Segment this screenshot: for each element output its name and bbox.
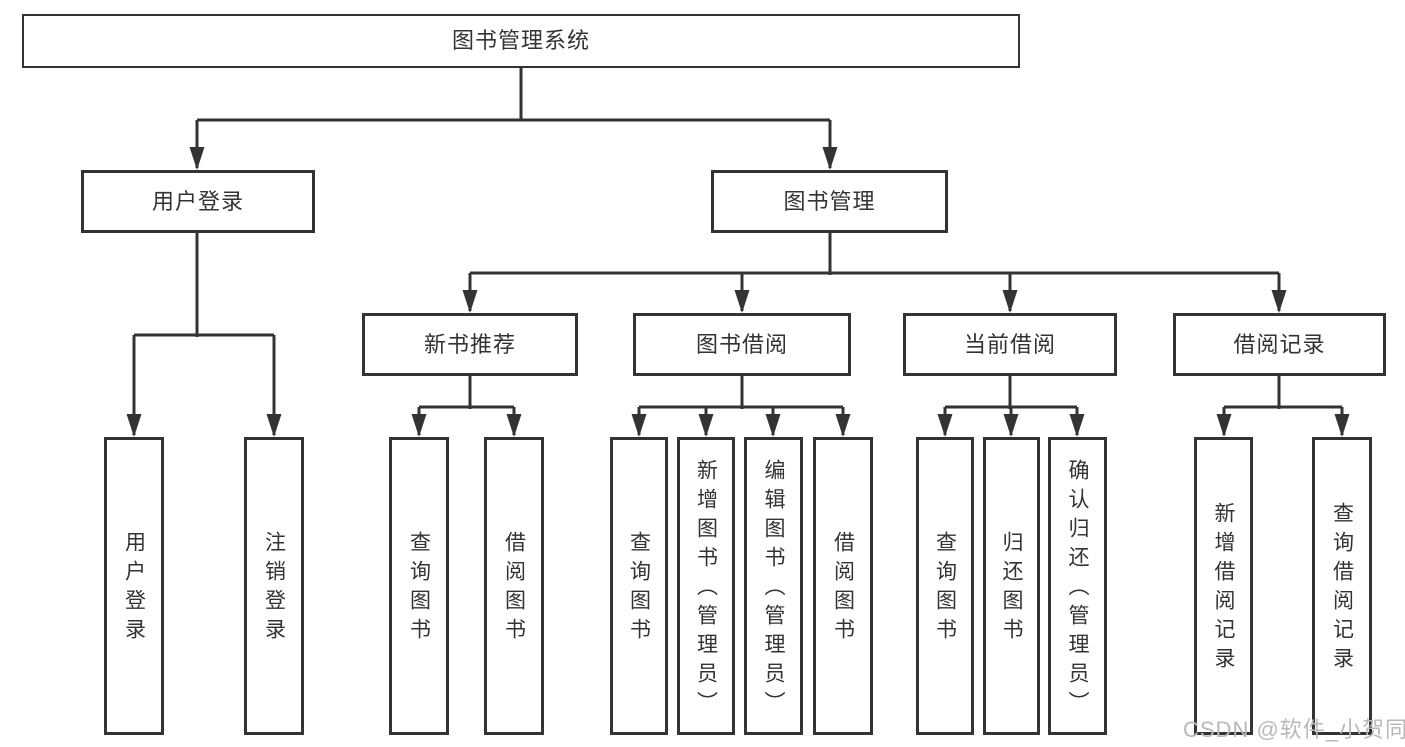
- leaf-query-books-recommend: 查询图书: [389, 437, 449, 735]
- leaf-return-books: 归还图书: [983, 437, 1040, 735]
- leaf-logout: 注销登录: [244, 437, 304, 735]
- leaf-borrow-books-recommend: 借阅图书: [484, 437, 544, 735]
- node-current-borrow: 当前借阅: [903, 313, 1117, 376]
- leaf-add-books-admin: 新增图书（管理员）: [677, 437, 735, 735]
- leaf-query-borrow-record: 查询借阅记录: [1312, 437, 1372, 735]
- leaf-query-books-borrow: 查询图书: [610, 437, 668, 735]
- leaf-user-login: 用户登录: [104, 437, 164, 735]
- leaf-confirm-return-admin: 确认归还（管理员）: [1048, 437, 1107, 735]
- leaf-borrow-books: 借阅图书: [813, 437, 873, 735]
- node-book-management: 图书管理: [711, 170, 948, 233]
- leaf-edit-books-admin: 编辑图书（管理员）: [744, 437, 803, 735]
- leaf-add-borrow-record: 新增借阅记录: [1194, 437, 1253, 735]
- leaf-query-books-current: 查询图书: [916, 437, 974, 735]
- arrowhead-icons: [126, 147, 1350, 437]
- node-user-login: 用户登录: [81, 170, 315, 233]
- node-new-book-recommend: 新书推荐: [362, 313, 578, 376]
- csdn-watermark: CSDN @软件_小贺同学: [1183, 717, 1405, 742]
- node-borrow-records: 借阅记录: [1173, 313, 1386, 376]
- node-book-borrow: 图书借阅: [633, 313, 851, 376]
- node-root-library-management-system: 图书管理系统: [22, 14, 1020, 68]
